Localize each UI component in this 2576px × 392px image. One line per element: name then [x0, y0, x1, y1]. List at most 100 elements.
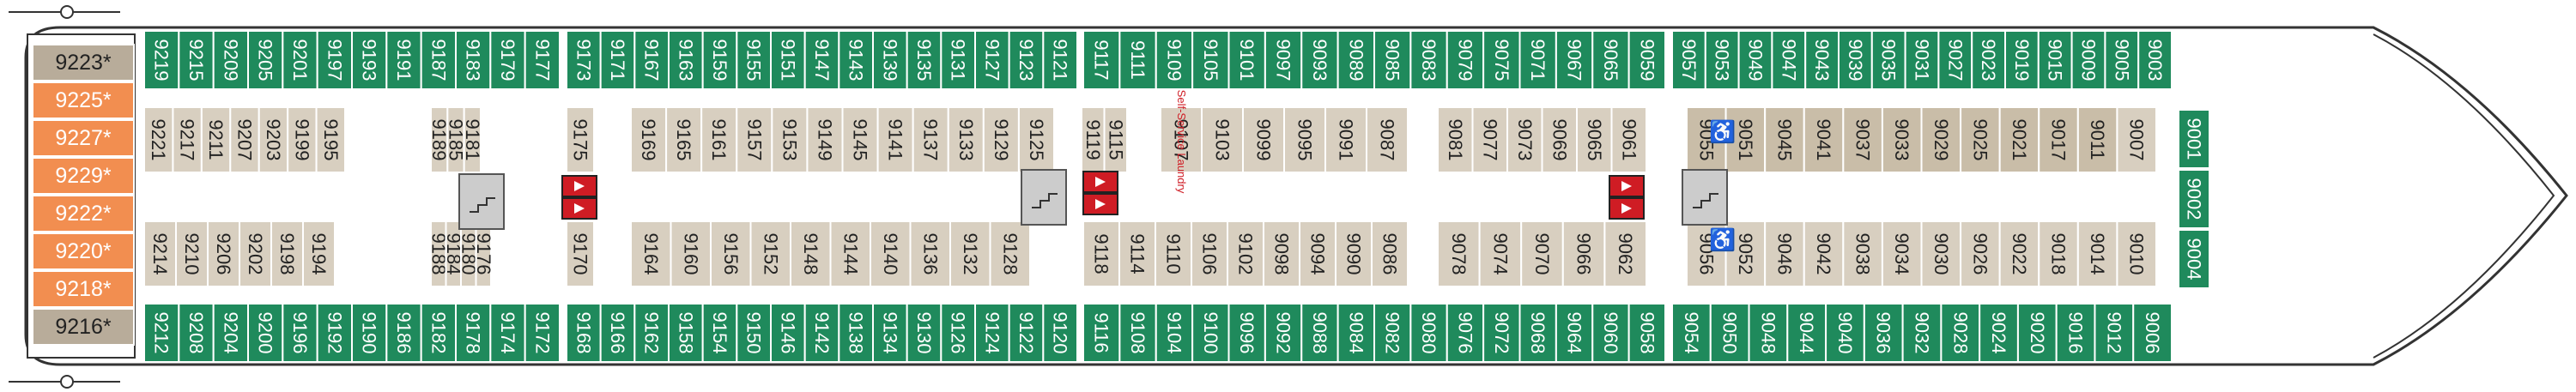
cabin-inner-9133[interactable]: 9133: [947, 106, 985, 173]
cabin-inner-9132[interactable]: 9132: [949, 220, 991, 287]
cabin-top-9117[interactable]: 9117: [1082, 30, 1121, 90]
cabin-top-9177[interactable]: 9177: [524, 30, 561, 90]
cabin-inner-9114[interactable]: 9114: [1118, 220, 1156, 287]
cabin-top-9035[interactable]: 9035: [1870, 30, 1906, 90]
cabin-bottom-9032[interactable]: 9032: [1901, 303, 1943, 363]
suite-9218[interactable]: 9218*: [32, 270, 135, 308]
cabin-top-9049[interactable]: 9049: [1737, 30, 1773, 90]
cabin-inner-9017[interactable]: 9017: [2038, 106, 2079, 173]
cabin-top-9201[interactable]: 9201: [282, 30, 318, 90]
cabin-inner-9086[interactable]: 9086: [1371, 220, 1409, 287]
cabin-inner-9021[interactable]: 9021: [1998, 106, 2040, 173]
cabin-inner-9046[interactable]: 9046: [1764, 220, 1805, 287]
cabin-inner-9176[interactable]: 9176: [473, 220, 494, 287]
cabin-top-9155[interactable]: 9155: [736, 30, 772, 90]
cabin-inner-9207[interactable]: 9207: [229, 106, 260, 173]
cabin-top-9143[interactable]: 9143: [838, 30, 874, 90]
cabin-bottom-9082[interactable]: 9082: [1373, 303, 1412, 363]
cabin-bottom-9208[interactable]: 9208: [178, 303, 215, 363]
cabin-bottom-9104[interactable]: 9104: [1155, 303, 1194, 363]
cabin-bottom-9120[interactable]: 9120: [1042, 303, 1079, 363]
cabin-top-9219[interactable]: 9219: [143, 30, 180, 90]
cabin-inner-9165[interactable]: 9165: [665, 106, 703, 173]
cabin-bottom-9166[interactable]: 9166: [599, 303, 636, 363]
cabin-inner-9011[interactable]: 9011: [2076, 106, 2118, 173]
cabin-inner-9081[interactable]: 9081: [1437, 106, 1474, 173]
cabin-inner-9103[interactable]: 9103: [1201, 106, 1244, 173]
cabin-bottom-9024[interactable]: 9024: [1979, 303, 2019, 363]
cabin-inner-9074[interactable]: 9074: [1478, 220, 1523, 287]
cabin-inner-9141[interactable]: 9141: [876, 106, 914, 173]
cabin-inner-9195[interactable]: 9195: [315, 106, 347, 173]
cabin-top-9121[interactable]: 9121: [1042, 30, 1079, 90]
cabin-bottom-9108[interactable]: 9108: [1118, 303, 1157, 363]
cabin-inner-9181[interactable]: 9181: [462, 106, 483, 173]
cabin-inner-9128[interactable]: 9128: [989, 220, 1031, 287]
cabin-bottom-9048[interactable]: 9048: [1748, 303, 1789, 363]
cabin-top-9065[interactable]: 9065: [1591, 30, 1630, 90]
cabin-inner-9202[interactable]: 9202: [239, 220, 272, 287]
cabin-inner-9090[interactable]: 9090: [1335, 220, 1373, 287]
cabin-inner-9022[interactable]: 9022: [1998, 220, 2040, 287]
cabin-bottom-9064[interactable]: 9064: [1555, 303, 1594, 363]
cabin-bottom-9028[interactable]: 9028: [1940, 303, 1981, 363]
cabin-top-9015[interactable]: 9015: [2037, 30, 2073, 90]
cabin-inner-9160[interactable]: 9160: [670, 220, 712, 287]
cabin-top-9057[interactable]: 9057: [1671, 30, 1706, 90]
cabin-bottom-9146[interactable]: 9146: [770, 303, 806, 363]
cabin-inner-9069[interactable]: 9069: [1541, 106, 1578, 173]
cabin-bottom-9158[interactable]: 9158: [668, 303, 704, 363]
cabin-inner-9029[interactable]: 9029: [1920, 106, 1962, 173]
cabin-bottom-9016[interactable]: 9016: [2055, 303, 2096, 363]
cabin-top-9075[interactable]: 9075: [1482, 30, 1521, 90]
cabin-top-9059[interactable]: 9059: [1627, 30, 1666, 90]
cabin-inner-9185[interactable]: 9185: [445, 106, 467, 173]
cabin-inner-9156[interactable]: 9156: [710, 220, 752, 287]
cabin-top-9209[interactable]: 9209: [212, 30, 250, 90]
cabin-inner-9206[interactable]: 9206: [207, 220, 240, 287]
cabin-bottom-9186[interactable]: 9186: [385, 303, 422, 363]
cabin-inner-9115[interactable]: 9115: [1103, 106, 1128, 173]
cabin-inner-9098[interactable]: 9098: [1263, 220, 1300, 287]
cabin-top-9147[interactable]: 9147: [803, 30, 840, 90]
cabin-bottom-9196[interactable]: 9196: [282, 303, 318, 363]
cabin-top-9171[interactable]: 9171: [599, 30, 636, 90]
cabin-top-9101[interactable]: 9101: [1227, 30, 1266, 90]
cabin-bottom-9036[interactable]: 9036: [1863, 303, 1904, 363]
cabin-inner-9038[interactable]: 9038: [1842, 220, 1883, 287]
cabin-bottom-9060[interactable]: 9060: [1591, 303, 1630, 363]
cabin-inner-9118[interactable]: 9118: [1082, 220, 1120, 287]
cabin-inner-9078[interactable]: 9078: [1437, 220, 1481, 287]
cabin-inner-9099[interactable]: 9099: [1242, 106, 1285, 173]
suite-9223[interactable]: 9223*: [32, 44, 135, 81]
cabin-bottom-9150[interactable]: 9150: [736, 303, 772, 363]
cabin-bottom-9020[interactable]: 9020: [2016, 303, 2058, 363]
cabin-top-9031[interactable]: 9031: [1904, 30, 1940, 90]
cabin-bottom-9142[interactable]: 9142: [803, 303, 840, 363]
cabin-bottom-9116[interactable]: 9116: [1082, 303, 1121, 363]
cabin-inner-9106[interactable]: 9106: [1191, 220, 1228, 287]
cabin-inner-9210[interactable]: 9210: [175, 220, 209, 287]
cabin-bottom-9130[interactable]: 9130: [906, 303, 943, 363]
cabin-top-9135[interactable]: 9135: [906, 30, 943, 90]
cabin-bow-9002[interactable]: 9002: [2178, 169, 2210, 229]
cabin-inner-9170[interactable]: 9170: [566, 220, 595, 287]
suite-9220[interactable]: 9220*: [32, 232, 135, 270]
cabin-top-9067[interactable]: 9067: [1555, 30, 1594, 90]
cabin-bottom-9084[interactable]: 9084: [1336, 303, 1375, 363]
cabin-top-9187[interactable]: 9187: [420, 30, 457, 90]
cabin-inner-9129[interactable]: 9129: [982, 106, 1020, 173]
cabin-bottom-9162[interactable]: 9162: [633, 303, 670, 363]
cabin-bottom-9076[interactable]: 9076: [1446, 303, 1485, 363]
cabin-inner-9125[interactable]: 9125: [1017, 106, 1055, 173]
cabin-top-9085[interactable]: 9085: [1373, 30, 1412, 90]
cabin-inner-9221[interactable]: 9221: [143, 106, 174, 173]
cabin-bottom-9122[interactable]: 9122: [1008, 303, 1045, 363]
cabin-inner-9107[interactable]: 9107: [1160, 106, 1203, 173]
cabin-inner-9199[interactable]: 9199: [287, 106, 318, 173]
cabin-inner-9149[interactable]: 9149: [806, 106, 844, 173]
cabin-inner-9145[interactable]: 9145: [841, 106, 879, 173]
cabin-inner-9034[interactable]: 9034: [1881, 220, 1923, 287]
cabin-top-9071[interactable]: 9071: [1518, 30, 1557, 90]
cabin-top-9215[interactable]: 9215: [178, 30, 215, 90]
